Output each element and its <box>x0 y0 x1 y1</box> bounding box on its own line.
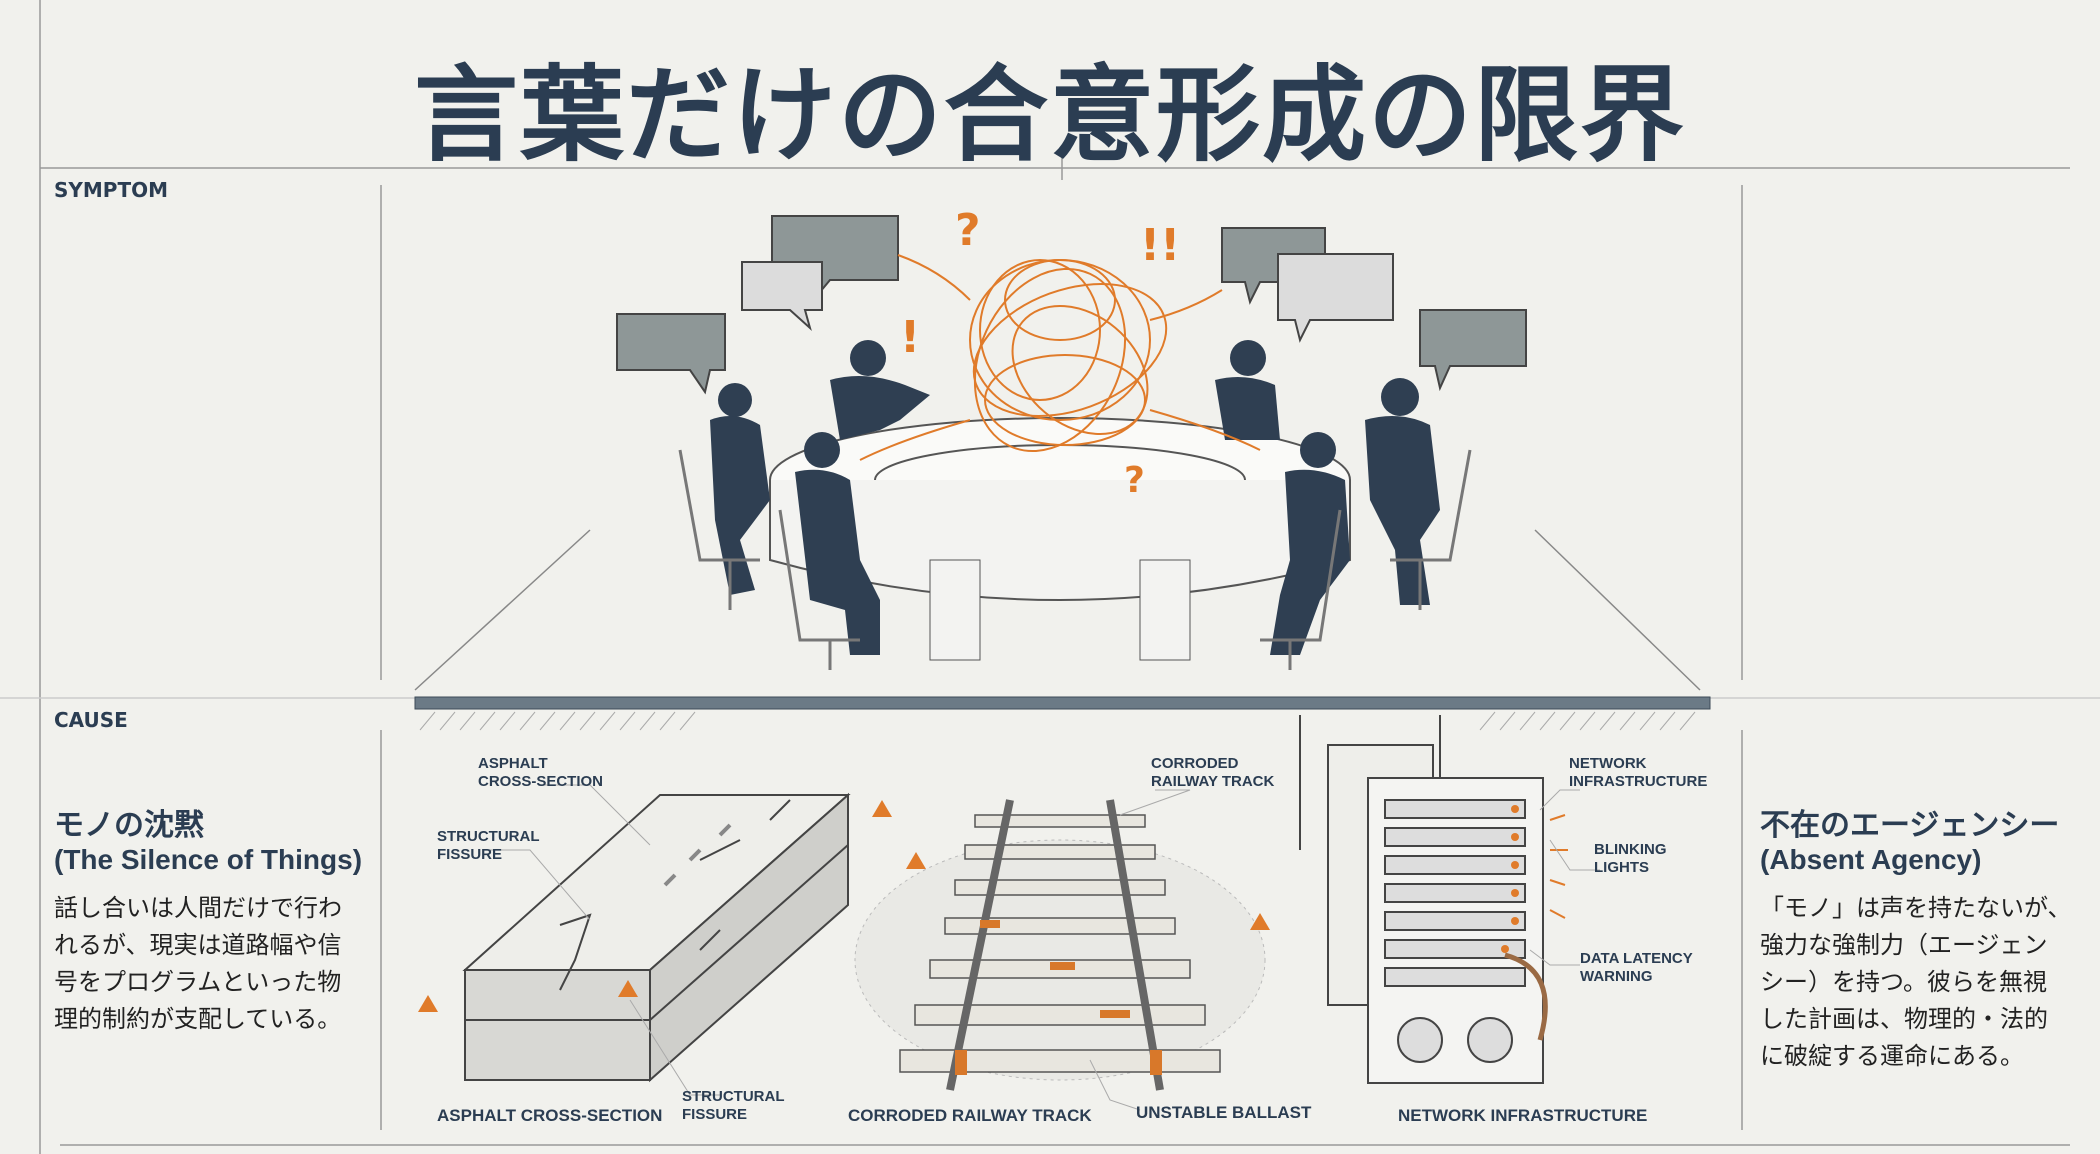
right-panel-heading: 不在のエージェンシー <box>1760 808 2060 843</box>
callout-network-infrastructure: NETWORK INFRASTRUCTURE <box>1569 755 1708 790</box>
chairs <box>678 449 1472 670</box>
left-panel-body-line: 話し合いは人間だけで行わ <box>54 894 342 922</box>
left-panel-heading-en: (The Silence of Things) <box>54 844 363 875</box>
left-panel-body-line: 号をプログラムといった物 <box>54 968 342 996</box>
tangled-lines-icon <box>859 254 1261 461</box>
callout-corroded-track: CORRODED RAILWAY TRACK <box>1151 755 1275 790</box>
right-panel: 不在のエージェンシー (Absent Agency) 「モノ」は声を持たないが、… <box>1760 800 2090 1075</box>
question-mark: ? <box>1124 460 1145 501</box>
right-panel-body-line: した計画は、物理的・法的 <box>1760 1005 2048 1033</box>
callout-data-latency: DATA LATENCY WARNING <box>1580 950 1693 985</box>
meeting-table <box>769 417 1351 661</box>
warning-icon <box>418 800 1270 1012</box>
section-label-cause: CAUSE <box>54 708 128 732</box>
callout-leaders <box>490 784 1600 1111</box>
right-panel-body-line: シー）を持つ。彼らを無視 <box>1760 968 2048 996</box>
speech-bubbles <box>616 215 1527 395</box>
callout-structural-fissure: STRUCTURAL FISSURE <box>437 828 540 863</box>
callout-structural-fissure: STRUCTURAL FISSURE <box>682 1088 785 1123</box>
exclamation-mark: !! <box>1140 220 1181 271</box>
exclamation-mark: ! <box>900 312 921 363</box>
right-panel-heading-en: (Absent Agency) <box>1760 844 1982 875</box>
right-panel-body-line: 「モノ」は声を持たないが、 <box>1760 894 2072 922</box>
question-mark: ? <box>955 205 981 256</box>
callout-asphalt-cross-section: ASPHALT CROSS-SECTION <box>478 755 604 790</box>
left-panel: モノの沈黙 (The Silence of Things) 話し合いは人間だけで… <box>54 800 374 1038</box>
right-panel-body-line: に破綻する運命にある。 <box>1760 1042 2024 1070</box>
caption-asphalt: ASPHALT CROSS-SECTION <box>437 1106 663 1125</box>
left-panel-body-line: 理的制約が支配している。 <box>54 1005 342 1033</box>
page-title: 言葉だけの合意形成の限界 <box>413 54 1686 176</box>
caption-railway: CORRODED RAILWAY TRACK <box>848 1106 1092 1125</box>
callout-blinking-lights: BLINKING LIGHTS <box>1594 841 1667 876</box>
network-rack-illustration <box>1299 715 1568 1084</box>
railway-illustration <box>854 799 1266 1091</box>
right-panel-body-line: 強力な強制力（エージェン <box>1760 931 2048 959</box>
stage-platform <box>414 529 1711 731</box>
asphalt-illustration <box>462 792 851 1083</box>
caption-ballast: UNSTABLE BALLAST <box>1136 1103 1312 1122</box>
people-silhouettes <box>710 340 1440 655</box>
left-panel-body-line: れるが、現実は道路幅や信 <box>54 931 342 959</box>
caption-network: NETWORK INFRASTRUCTURE <box>1398 1106 1648 1125</box>
left-panel-heading: モノの沈黙 <box>54 808 204 843</box>
section-label-symptom: SYMPTOM <box>54 178 168 202</box>
